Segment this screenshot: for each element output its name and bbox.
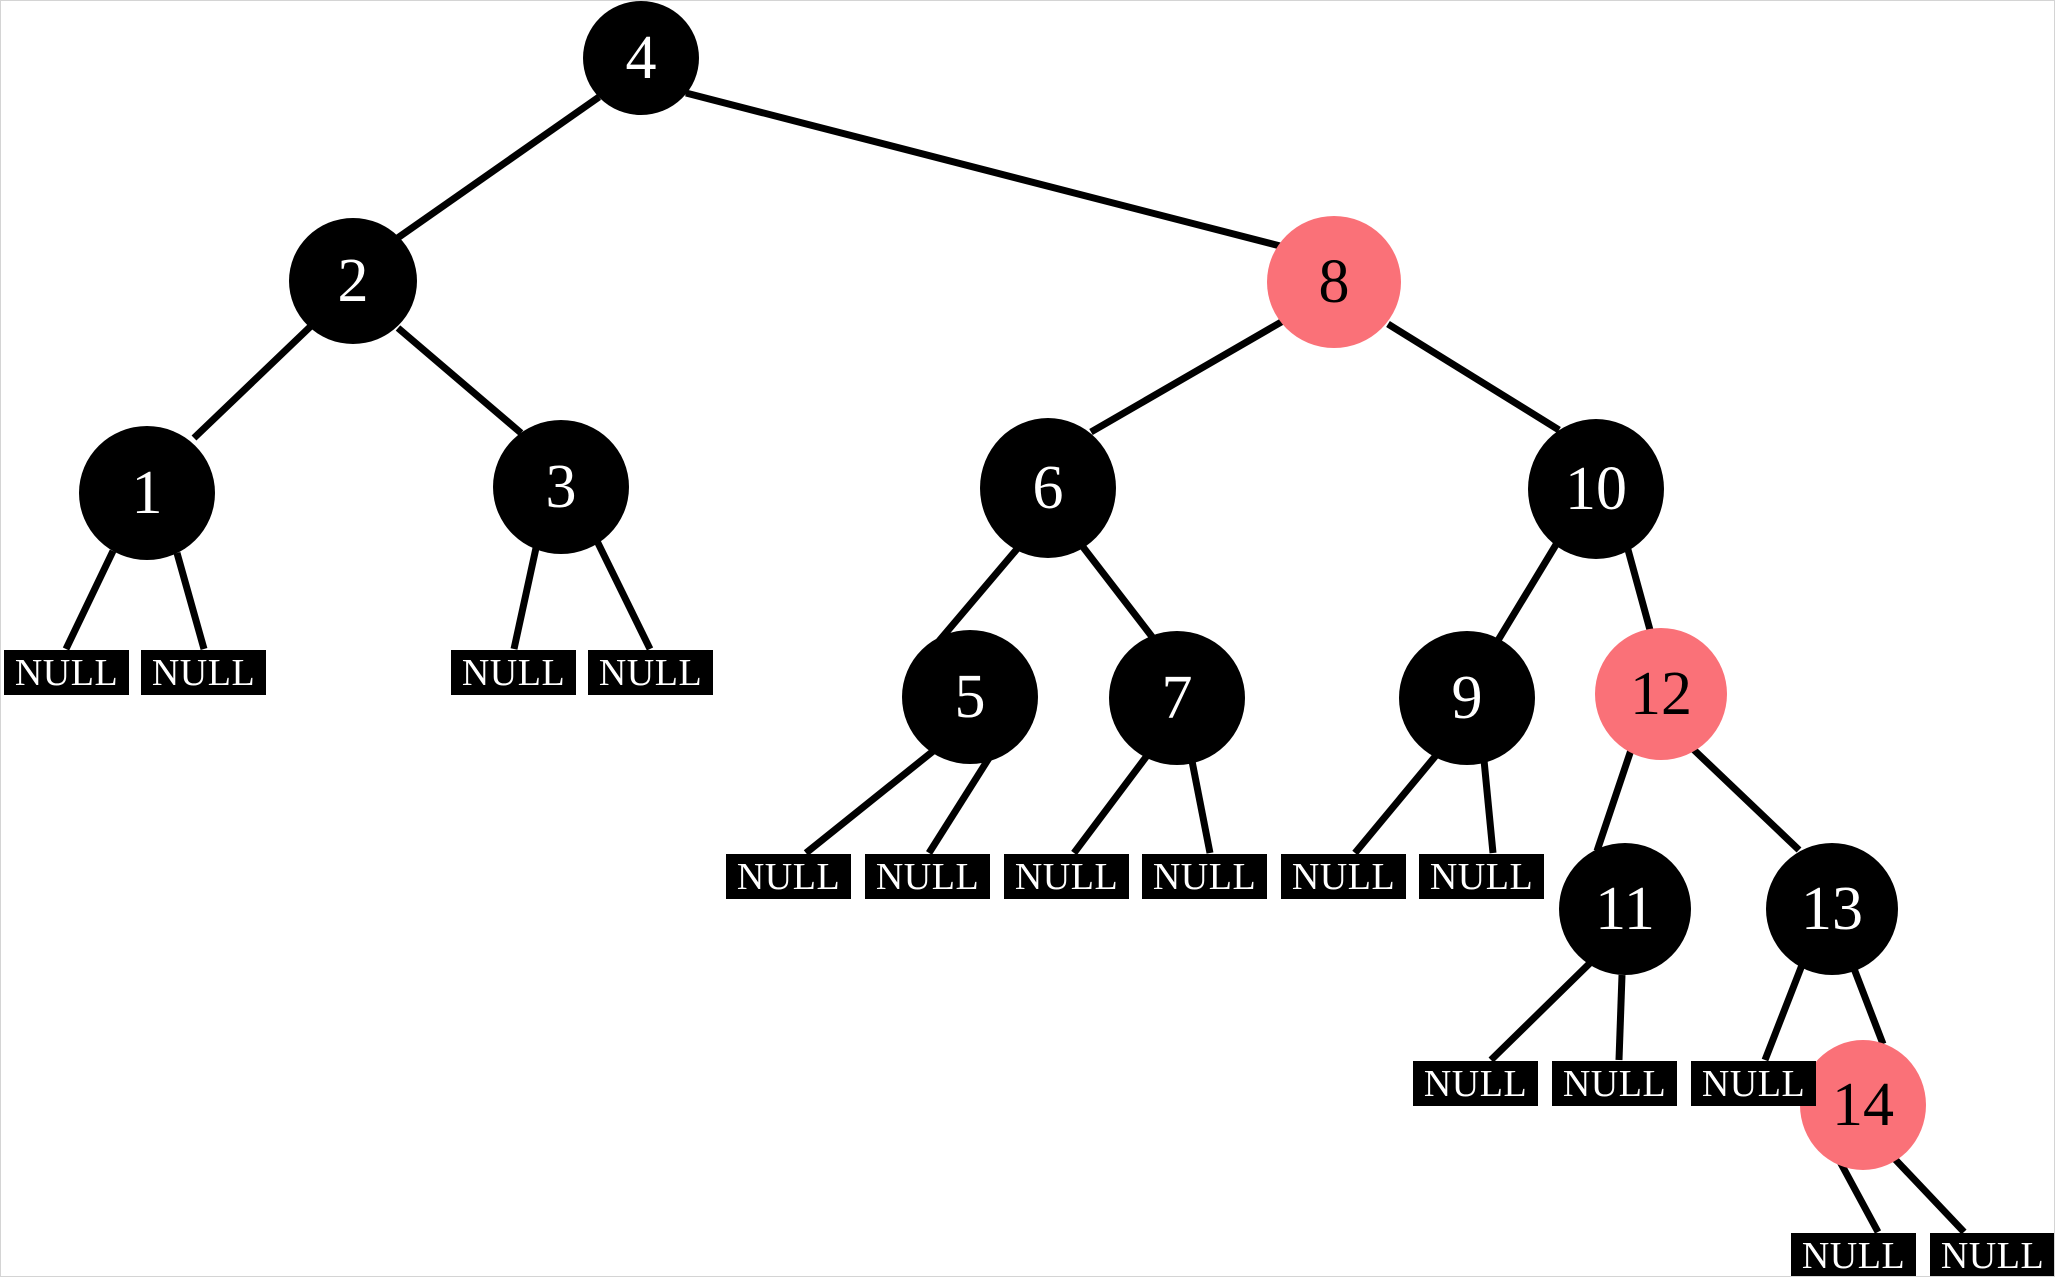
tree-node-label: 6 [1032, 454, 1064, 522]
tree-edge-n10-n12 [1623, 545, 1654, 631]
tree-null-leaf: NULL [1413, 1061, 1538, 1106]
tree-node-8[interactable]: 8 [1267, 216, 1401, 348]
tree-node-2[interactable]: 2 [289, 218, 417, 344]
tree-node-12[interactable]: 12 [1595, 628, 1727, 760]
tree-null-leaf: NULL [1004, 854, 1129, 899]
tree-node-5[interactable]: 5 [902, 630, 1038, 764]
tree-null-label: NULL [736, 855, 841, 898]
tree-node-6[interactable]: 6 [980, 418, 1116, 558]
tree-edge-n3-u3 [510, 547, 540, 650]
tree-edge-n12-n11 [1593, 748, 1635, 853]
tree-null-label: NULL [1423, 1062, 1528, 1105]
tree-edge-n14-u15 [1889, 1153, 1967, 1235]
tree-edge-n9-u9 [1352, 750, 1441, 856]
tree-edge-n8-n10 [1386, 321, 1561, 433]
tree-null-label: NULL [461, 651, 566, 694]
tree-node-3[interactable]: 3 [493, 420, 629, 554]
tree-null-leaf: NULL [451, 650, 576, 695]
tree-null-label: NULL [1014, 855, 1119, 898]
tree-edge-n7-u7 [1071, 750, 1152, 856]
tree-null-label: NULL [598, 651, 703, 694]
tree-null-leaf: NULL [726, 854, 851, 899]
tree-edge-n1-u2 [173, 552, 208, 650]
tree-null-leaf: NULL [4, 650, 129, 695]
tree-node-9[interactable]: 9 [1399, 631, 1535, 765]
tree-edge-n5-u6 [926, 756, 992, 855]
tree-node-10[interactable]: 10 [1528, 419, 1664, 559]
tree-node-label: 7 [1161, 664, 1193, 732]
tree-edge-n6-n7 [1080, 544, 1156, 641]
tree-edge-n11-u11 [1488, 960, 1593, 1063]
tree-node-label: 2 [337, 247, 369, 315]
tree-edge-n2-n1 [191, 323, 314, 441]
tree-node-7[interactable]: 7 [1109, 631, 1245, 765]
tree-node-1[interactable]: 1 [79, 426, 215, 560]
tree-null-leaf: NULL [1552, 1061, 1677, 1106]
tree-null-leaf: NULL [1142, 854, 1267, 899]
tree-null-label: NULL [1701, 1062, 1806, 1105]
tree-edge-n10-n9 [1494, 541, 1560, 644]
tree-node-label: 14 [1832, 1071, 1894, 1139]
tree-edge-n1-u1 [62, 549, 117, 651]
tree-null-leaf: NULL [1930, 1233, 2054, 1277]
tree-edge-n9-u10 [1480, 759, 1497, 854]
tree-node-label: 12 [1630, 660, 1692, 728]
tree-edge-n3-u4 [593, 539, 654, 651]
tree-node-13[interactable]: 13 [1766, 843, 1898, 975]
tree-null-leaf: NULL [588, 650, 713, 695]
tree-edge-n13-n14 [1849, 964, 1887, 1046]
tree-node-label: 1 [131, 459, 163, 527]
tree-edge-n4-n8 [685, 89, 1285, 251]
tree-edge-n6-n5 [936, 546, 1020, 644]
tree-node-label: 9 [1451, 664, 1483, 732]
tree-null-leaf: NULL [865, 854, 990, 899]
tree-null-label: NULL [875, 855, 980, 898]
tree-node-label: 8 [1318, 248, 1350, 316]
tree-null-label: NULL [1291, 855, 1396, 898]
tree-null-leaf: NULL [1691, 1061, 1816, 1106]
tree-null-label: NULL [1562, 1062, 1667, 1105]
tree-edge-n7-u8 [1188, 760, 1214, 854]
tree-node-label: 3 [545, 453, 577, 521]
tree-node-label: 11 [1595, 875, 1655, 943]
tree-node-label: 5 [954, 663, 986, 731]
tree-edge-n11-u12 [1615, 974, 1626, 1061]
tree-node-4[interactable]: 4 [583, 1, 699, 115]
tree-node-label: 10 [1565, 455, 1627, 523]
tree-edge-n8-n6 [1089, 317, 1285, 436]
tree-null-leaf: NULL [1281, 854, 1406, 899]
tree-node-label: 4 [625, 24, 657, 92]
tree-node-11[interactable]: 11 [1559, 843, 1691, 975]
tree-edge-n2-n3 [395, 325, 524, 436]
tree-null-leaf: NULL [1419, 854, 1544, 899]
tree-node-label: 13 [1801, 875, 1863, 943]
tree-null-label: NULL [1801, 1234, 1906, 1277]
tree-null-label: NULL [1429, 855, 1534, 898]
tree-edge-n5-u5 [803, 745, 940, 856]
tree-edge-n4-n2 [386, 94, 602, 247]
tree-edge-n12-n13 [1690, 746, 1802, 853]
tree-edge-n13-u13 [1761, 963, 1806, 1062]
tree-null-leaf: NULL [141, 650, 266, 695]
tree-node-14[interactable]: 14 [1800, 1040, 1926, 1170]
tree-null-label: NULL [1152, 855, 1257, 898]
tree-null-label: NULL [14, 651, 119, 694]
tree-null-label: NULL [1940, 1234, 2045, 1277]
tree-null-label: NULL [151, 651, 256, 694]
tree-null-leaf: NULL [1791, 1233, 1916, 1277]
